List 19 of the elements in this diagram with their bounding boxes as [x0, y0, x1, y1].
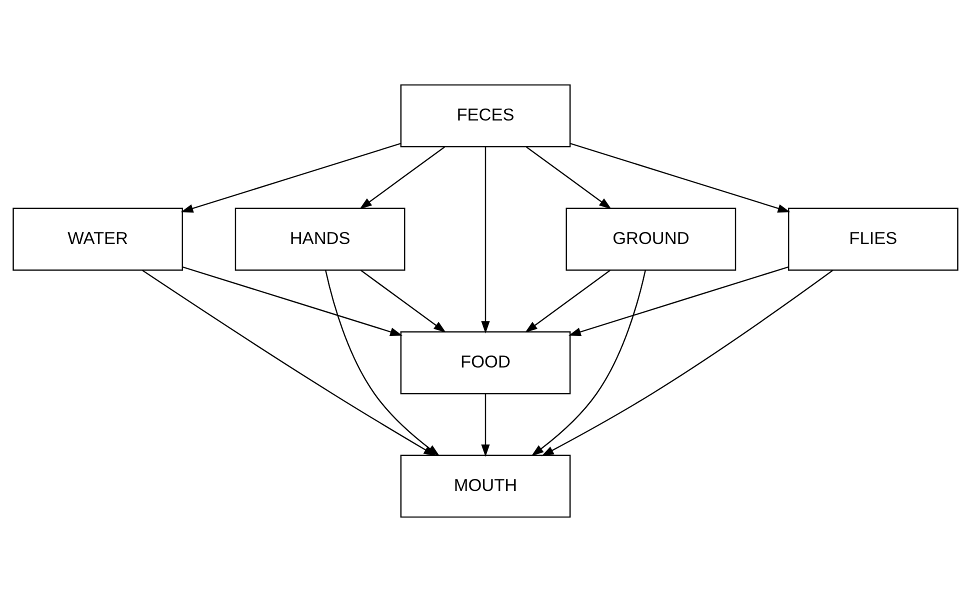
arrow: [531, 270, 646, 456]
node-box: GROUND: [566, 207, 736, 270]
arrow: [481, 393, 490, 456]
node-box: FECES: [400, 84, 571, 147]
arrow: [570, 142, 790, 212]
arrow: [541, 269, 834, 456]
arrow: [360, 146, 445, 209]
arrow: [360, 269, 446, 332]
node-box: FLIES: [788, 207, 958, 270]
node-box: WATER: [12, 207, 184, 270]
arrow: [182, 266, 403, 336]
arrow: [568, 266, 789, 336]
arrow: [481, 146, 490, 334]
arrow: [525, 269, 610, 332]
arrow: [180, 142, 402, 212]
node-box: MOUTH: [400, 454, 571, 518]
arrow: [526, 146, 612, 209]
node-box: HANDS: [234, 207, 406, 270]
node-box: FOOD: [400, 330, 571, 394]
